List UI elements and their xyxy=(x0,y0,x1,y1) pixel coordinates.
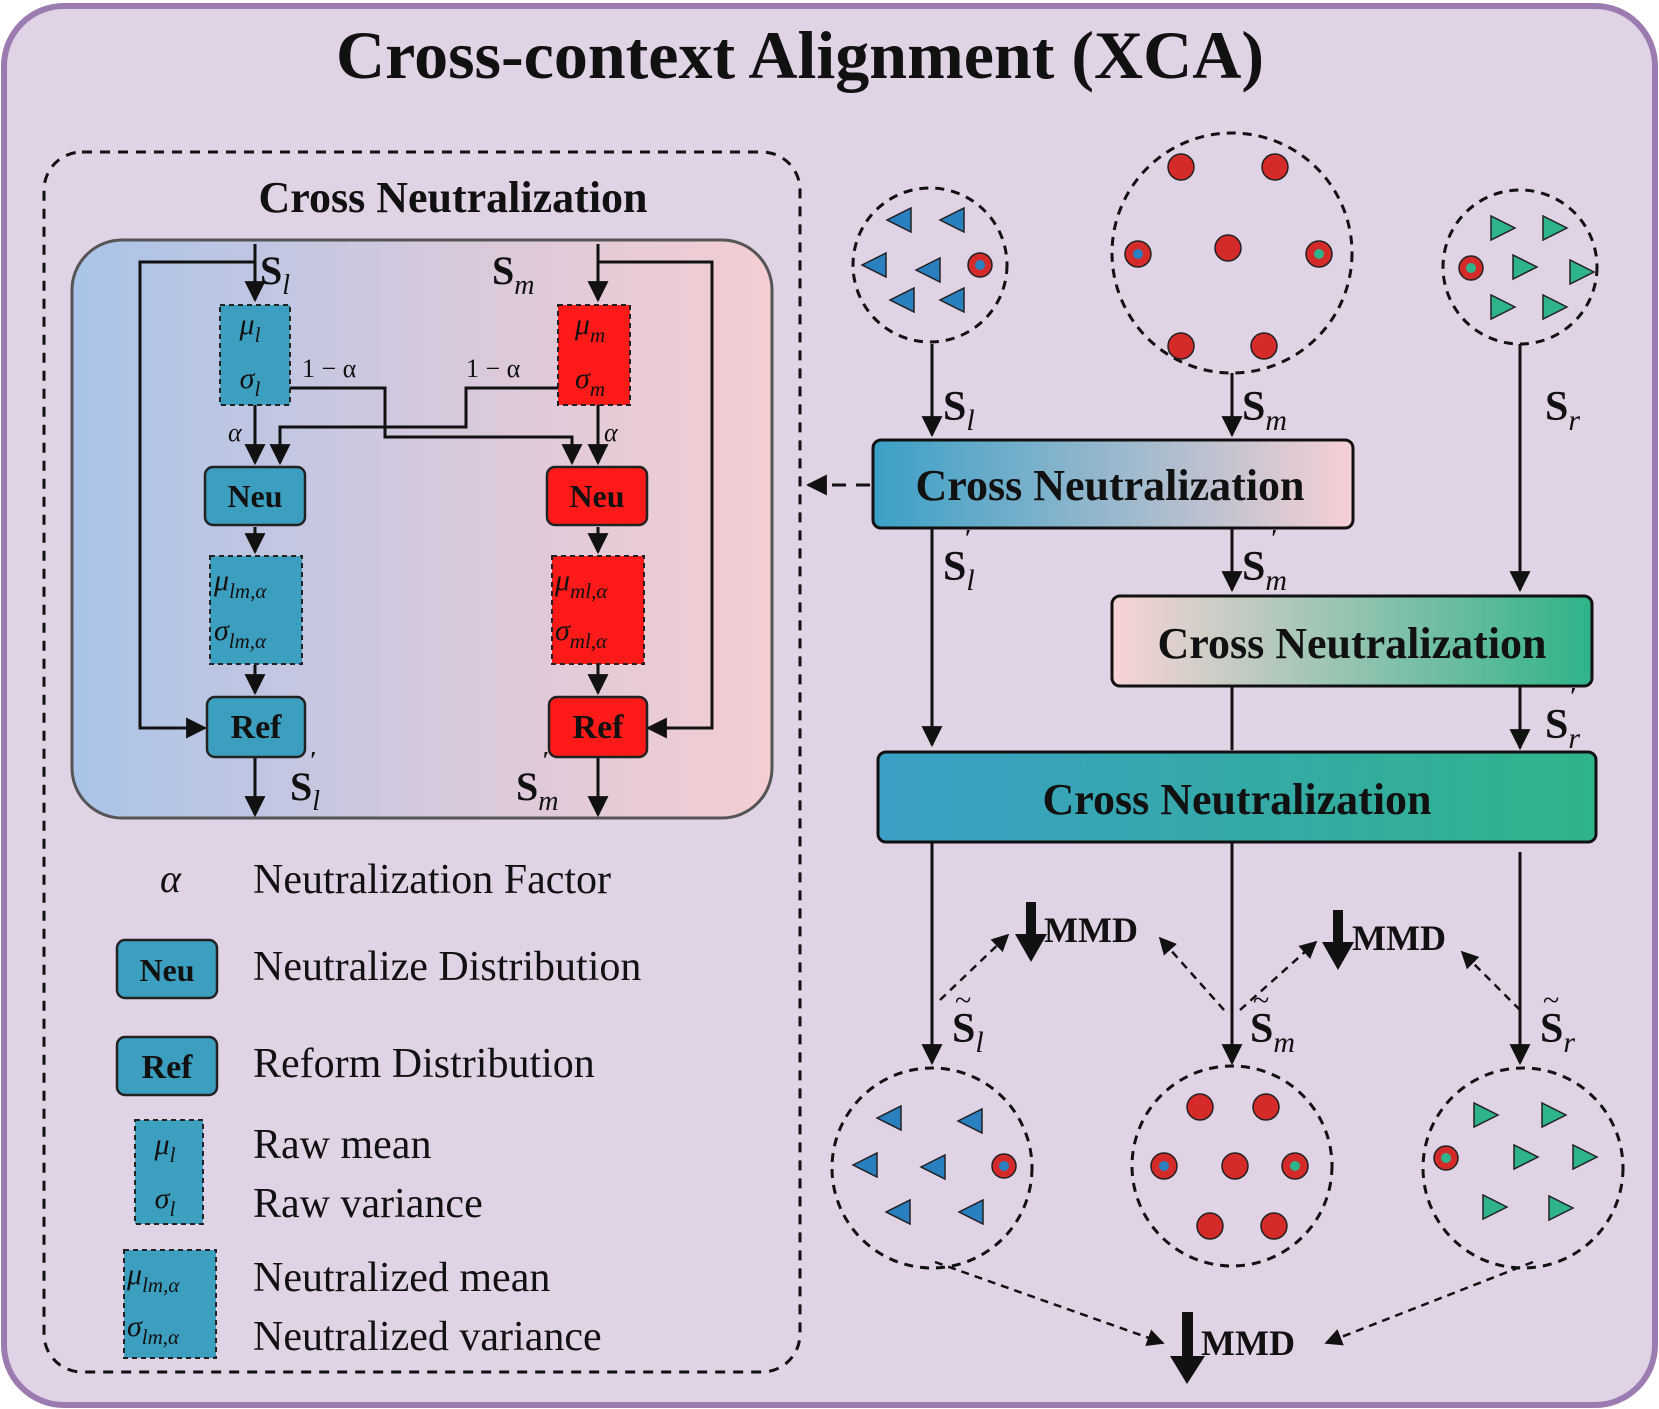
cluster-bottom-middle xyxy=(1130,1064,1334,1268)
tilde-l: ~ xyxy=(955,984,971,1017)
weight-alpha-right: α xyxy=(604,418,619,447)
weight-alpha-left: α xyxy=(228,418,243,447)
mmd-connectors xyxy=(934,933,1534,1346)
raw-stats-left xyxy=(219,304,291,406)
legend-sigma-l: σl xyxy=(155,1182,176,1221)
mu-l: μl xyxy=(239,308,261,347)
page-title: Cross-context Alignment (XCA) xyxy=(336,17,1264,93)
legend-ref-text: Ref xyxy=(142,1049,194,1086)
neutralized-stats-left xyxy=(209,555,303,665)
ref-box-right xyxy=(547,695,649,759)
cluster-bottom-right xyxy=(1421,1066,1625,1270)
legend-neu-text: Neu xyxy=(139,952,194,988)
cluster-bottom-left xyxy=(830,1066,1034,1270)
weight-one-minus-alpha-left: 1 − α xyxy=(302,354,357,383)
neu-label-right: Neu xyxy=(569,478,624,514)
mmd-label-1: MMD xyxy=(1044,910,1138,950)
cluster-top-middle xyxy=(1110,131,1354,375)
input-s-l: Sl xyxy=(260,248,290,301)
legend-raw-mean: Raw mean xyxy=(253,1122,431,1168)
pipe-s-r-tilde: Sr xyxy=(1540,1006,1575,1059)
legend-ref-box xyxy=(115,1035,219,1097)
pipe-s-l-tilde: Sl xyxy=(952,1006,984,1059)
sigma-ml-alpha: σml,α xyxy=(555,614,608,653)
mmd-arrow-2 xyxy=(1322,910,1354,970)
legend-neutralized-variance: Neutralized variance xyxy=(253,1314,602,1360)
neu-box-left xyxy=(203,465,307,527)
block-1-label: Cross Neutralization xyxy=(915,461,1304,510)
legend-ref-label: Reform Distribution xyxy=(253,1041,595,1087)
pipe-s-m: Sm xyxy=(1242,384,1287,437)
legend-mu-l: μl xyxy=(154,1128,176,1167)
mmd-arrow-3 xyxy=(1170,1312,1205,1384)
right-connectors xyxy=(269,244,714,818)
neutralized-stats-right xyxy=(551,555,645,665)
legend-neutralized-mean: Neutralized mean xyxy=(253,1255,550,1301)
sigma-lm-alpha: σlm,α xyxy=(214,614,267,653)
cluster-top-right xyxy=(1441,188,1599,346)
cluster-top-left xyxy=(851,186,1009,344)
output-s-l-prime: Sl′ xyxy=(290,748,320,817)
left-connectors xyxy=(138,244,583,818)
legend-neu-label: Neutralize Distribution xyxy=(253,944,641,990)
cross-neutralization-block-2 xyxy=(1110,594,1594,688)
pipe-s-l-prime: Sl′ xyxy=(943,526,975,597)
mu-ml-alpha: μml,α xyxy=(554,564,608,603)
raw-stats-right xyxy=(557,304,631,406)
block-3-label: Cross Neutralization xyxy=(1042,775,1431,824)
pipe-s-m-tilde: Sm xyxy=(1250,1006,1295,1059)
pipeline-arrows xyxy=(805,344,1531,1066)
legend-alpha-symbol: α xyxy=(160,856,182,901)
tilde-m: ~ xyxy=(1253,984,1269,1017)
cross-neutralization-block-3 xyxy=(876,750,1598,844)
legend-neutralized-stats-box xyxy=(123,1249,217,1359)
sigma-l: σl xyxy=(240,362,261,401)
output-s-m-prime: Sm′ xyxy=(516,748,558,817)
inset-title: Cross Neutralization xyxy=(258,173,647,222)
pipe-s-m-prime: Sm′ xyxy=(1242,526,1287,597)
cross-neutralization-block-1 xyxy=(871,438,1355,530)
legend-sigma-lm: σlm,α xyxy=(127,1310,180,1349)
legend-raw-variance: Raw variance xyxy=(253,1181,483,1227)
legend-alpha-label: Neutralization Factor xyxy=(253,857,611,903)
tilde-r: ~ xyxy=(1543,984,1559,1017)
ref-label-left: Ref xyxy=(231,709,283,746)
legend-neu-box xyxy=(115,938,219,1000)
neu-label-left: Neu xyxy=(227,478,282,514)
block-2-label: Cross Neutralization xyxy=(1157,619,1546,668)
pipe-s-l: Sl xyxy=(943,384,975,437)
ref-box-left xyxy=(205,695,307,759)
legend-mu-lm: μlm,α xyxy=(126,1258,180,1297)
mmd-arrow-1 xyxy=(1015,902,1047,962)
mmd-label-3: MMD xyxy=(1201,1323,1295,1363)
pipe-s-r-prime: Sr′ xyxy=(1545,684,1580,755)
inset-box xyxy=(70,238,774,820)
ref-label-right: Ref xyxy=(573,709,625,746)
mu-lm-alpha: μlm,α xyxy=(213,564,267,603)
neu-box-right xyxy=(545,465,649,527)
legend-raw-stats-box xyxy=(134,1119,204,1225)
mmd-label-2: MMD xyxy=(1352,918,1446,958)
mu-m: μm xyxy=(574,308,605,347)
sigma-m: σm xyxy=(575,362,605,401)
weight-one-minus-alpha-right: 1 − α xyxy=(466,354,521,383)
pipe-s-r: Sr xyxy=(1545,384,1580,437)
input-s-m: Sm xyxy=(492,248,534,301)
